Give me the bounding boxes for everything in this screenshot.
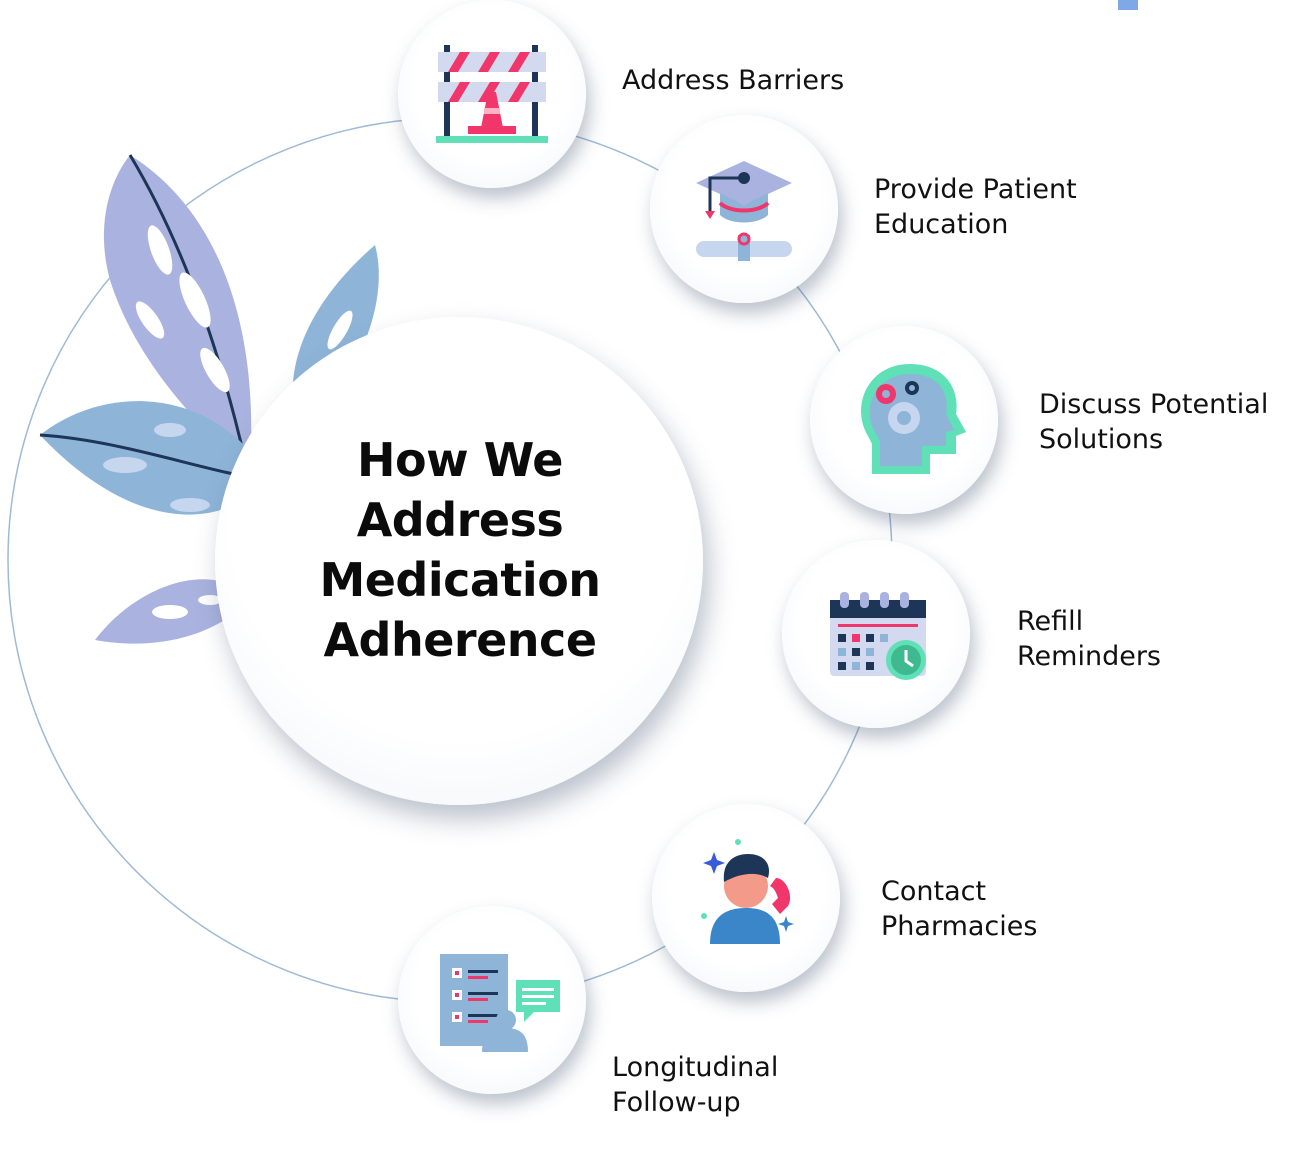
step-label-line: Longitudinal — [612, 1052, 779, 1083]
center-title-line: Medication — [319, 553, 601, 607]
step-label-line: Address Barriers — [622, 65, 845, 96]
step-label-line: Follow-up — [612, 1087, 741, 1118]
step-longitudinal-follow-up — [398, 906, 586, 1094]
step-label-contact-pharmacies: Contact Pharmacies — [881, 874, 1037, 944]
step-label-longitudinal-follow-up: Longitudinal Follow-up — [612, 1050, 778, 1120]
step-label-line: Pharmacies — [881, 911, 1038, 942]
calendar-clock-icon — [830, 592, 926, 680]
step-label-line: Contact — [881, 876, 987, 907]
center-title-line: How We — [357, 433, 563, 487]
center-title-line: Address — [356, 493, 564, 547]
road-barrier-icon — [436, 45, 548, 143]
step-label-address-barriers: Address Barriers — [622, 63, 844, 98]
step-label-line: Reminders — [1017, 641, 1161, 672]
step-label-line: Solutions — [1039, 424, 1164, 455]
head-gears-icon — [861, 364, 966, 474]
corner-accent — [1118, 0, 1138, 10]
step-label-patient-education: Provide Patient Education — [874, 172, 1077, 242]
step-patient-education — [650, 115, 838, 303]
step-label-refill-reminders: Refill Reminders — [1017, 604, 1161, 674]
step-label-line: Provide Patient — [874, 174, 1077, 205]
checklist-chat-icon — [440, 954, 560, 1052]
step-contact-pharmacies — [652, 804, 840, 992]
graduation-cap-icon — [696, 161, 792, 261]
step-potential-solutions — [810, 326, 998, 514]
person-phone-icon — [701, 839, 794, 944]
center-circle — [215, 317, 703, 805]
step-label-line: Refill — [1017, 606, 1084, 637]
step-label-line: Education — [874, 209, 1009, 240]
step-refill-reminders — [782, 540, 970, 728]
step-label-line: Discuss Potential — [1039, 389, 1269, 420]
step-label-potential-solutions: Discuss Potential Solutions — [1039, 387, 1268, 457]
step-address-barriers — [398, 0, 586, 188]
center-title-line: Adherence — [323, 613, 597, 667]
center-title: How We Address Medication Adherence — [290, 430, 630, 670]
